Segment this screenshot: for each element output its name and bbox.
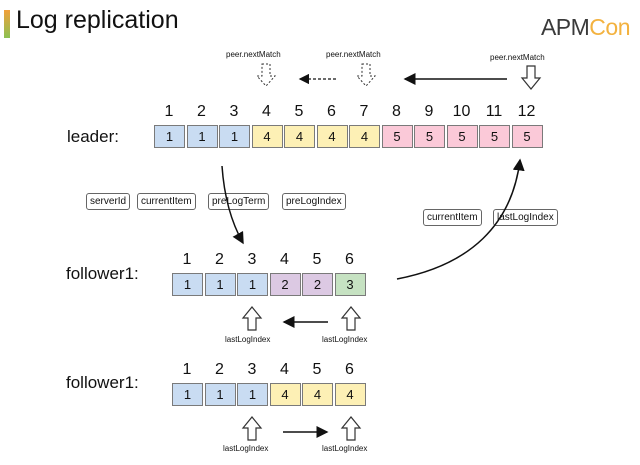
follower-a-log-entry-5: 2 [302,273,333,296]
leader-log-entry-9: 5 [414,125,445,148]
leader-index-6: 6 [327,103,336,120]
leader-log-entry-2: 1 [186,125,218,148]
peer-next-match-label-3: peer.nextMatch [490,53,545,62]
follower-a-index-3: 3 [247,251,257,268]
leader-log-entry-10: 5 [446,125,478,148]
leader-log-entry-4: 4 [251,125,283,148]
title-accent-bar [4,10,10,38]
page-title: Log replication [16,6,179,34]
follower-a-log-entry-1: 1 [172,273,203,296]
leader-log-entry-8: 5 [381,125,413,148]
leader-index-10: 10 [452,103,471,120]
last-log-index-label-3: lastLogIndex [223,444,269,453]
follower-b-index-5: 5 [312,361,322,378]
leader-index-4: 4 [262,103,271,120]
follower-a-log-entry-2: 1 [204,273,236,296]
leader-index-11: 11 [485,103,503,120]
logo-accent-text: Con [589,14,630,40]
leader-index-12: 12 [517,103,536,120]
follower-a-index-4: 4 [280,251,289,268]
tag-pre-log-term: preLogTerm [208,193,270,210]
curve-follower-to-leader [396,158,525,280]
follower-b-index-4: 4 [280,361,289,378]
follower-b-label: follower1: [66,373,139,392]
follower-b-log-entry-6: 4 [334,383,366,406]
leader-index-3: 3 [229,103,239,120]
up-arrow-follower-b-1 [241,416,263,441]
tag-server-id: serverId [86,193,131,210]
last-log-index-label-4: lastLogIndex [322,444,368,453]
leader-log-entry-1: 1 [154,125,185,148]
leader-label: leader: [67,127,119,146]
follower-a-log-entry-4: 2 [269,273,301,296]
follower-a-index-2: 2 [215,251,224,268]
leader-log-entry-6: 4 [316,125,348,148]
follower-a-index-6: 6 [345,251,354,268]
leader-index-9: 9 [424,103,434,120]
last-log-index-label-2: lastLogIndex [322,335,368,344]
leader-log-entry-7: 4 [349,125,380,148]
follower-a-index-1: 1 [182,251,192,268]
leader-log-entry-11: 5 [479,125,510,148]
apmcon-logo: APMCon [540,14,631,41]
follower-b-log-entry-4: 4 [269,383,301,406]
follower-a-label: follower1: [66,264,139,283]
follower-b-log-entry-3: 1 [237,383,268,406]
leader-log-entry-3: 1 [219,125,250,148]
leader-log-entry-12: 5 [511,125,543,148]
follower-b-index-3: 3 [247,361,257,378]
leader-index-1: 1 [164,103,174,120]
tag-pre-log-index: preLogIndex [282,193,346,210]
leader-index-7: 7 [359,103,369,120]
curve-leader-to-follower [221,165,244,245]
leader-log-entry-5: 4 [284,125,315,148]
up-arrow-follower-a-2 [340,306,362,331]
tag-current-item: currentItem [137,193,196,210]
down-arrow-dashed-2 [355,63,377,87]
up-arrow-follower-b-2 [340,416,362,441]
follower-b-log-entry-1: 1 [172,383,203,406]
follower-a-index-5: 5 [312,251,322,268]
follower-b-index-6: 6 [345,361,354,378]
logo-main-text: APM [540,14,590,40]
leader-index-8: 8 [392,103,401,120]
follower-b-log-entry-2: 1 [204,383,236,406]
down-arrow-solid [520,65,542,90]
tag-resp-last-log-index: lastLogIndex [493,209,558,226]
follower-b-index-1: 1 [182,361,192,378]
leader-index-2: 2 [197,103,206,120]
follower-a-log-entry-3: 1 [237,273,268,296]
follower-a-log-entry-6: 3 [334,273,366,296]
follower-b-log-entry-5: 4 [302,383,333,406]
last-log-index-label-1: lastLogIndex [225,335,271,344]
up-arrow-follower-a-1 [241,306,263,331]
peer-next-match-label-1: peer.nextMatch [226,50,281,59]
tag-resp-current-item: currentItem [423,209,482,226]
follower-b-index-2: 2 [215,361,224,378]
peer-next-match-label-2: peer.nextMatch [326,50,381,59]
leader-index-5: 5 [294,103,304,120]
down-arrow-dashed-1 [255,63,277,87]
